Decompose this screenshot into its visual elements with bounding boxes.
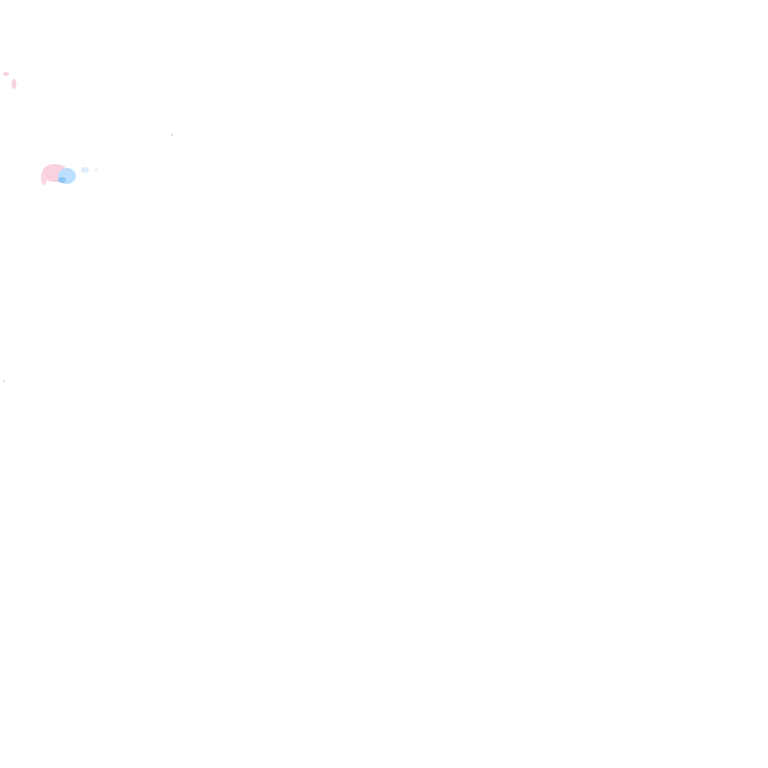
- grey-dot: [171, 134, 173, 136]
- pink-speck-top-left: [3, 72, 17, 89]
- grey-dot: [3, 380, 5, 382]
- pink-blue-smudge: [41, 164, 98, 185]
